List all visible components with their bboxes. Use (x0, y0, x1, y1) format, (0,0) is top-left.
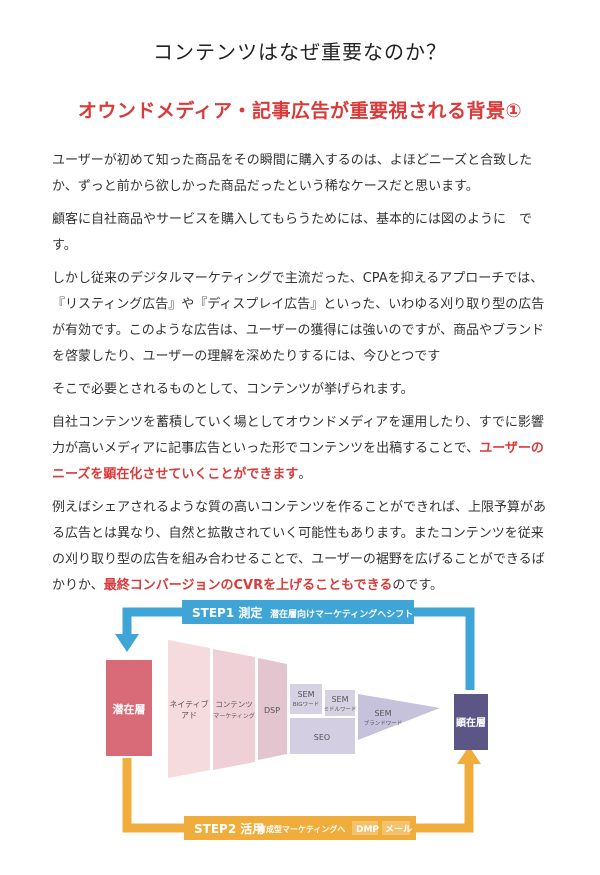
sem-mid-label-2: ミドルワード (323, 706, 356, 713)
step1-loop: STEP1 測定 潜在層向けマーケティングへシフト (115, 600, 475, 690)
seo-label: SEO (314, 733, 330, 742)
page-title: コンテンツはなぜ重要なのか？ (153, 40, 447, 64)
paragraph-6-text: 例えばシェアされるような質の高いコンテンツを作ることができれば、上限予算がある広… (52, 500, 547, 593)
step1-arrow-head (115, 634, 139, 652)
manifest-layer-block (454, 694, 488, 750)
content-marketing-label-1: コンテンツ (215, 700, 253, 709)
funnel-diagram: STEP1 測定 潜在層向けマーケティングへシフト STEP2 活用 育成型マー… (106, 600, 488, 840)
native-ad-label-2: アド (181, 711, 197, 720)
mail-tag (382, 821, 410, 835)
dsp-label: DSP (264, 706, 280, 715)
paragraph-2: 顧客に自社商品やサービスを購入してもらうためには、基本的には図のように です。 (52, 212, 532, 253)
paragraph-6-end: のです。 (392, 578, 444, 593)
step2-label: STEP2 活用 (194, 821, 264, 836)
content-marketing-label-2: マーケティング (213, 712, 255, 720)
step2-loop: STEP2 活用 育成型マーケティングへ DMP メール (122, 746, 481, 840)
sem-brand-label-2: ブランドワード (364, 719, 403, 727)
paragraph-3: しかし従来のデジタルマーケティングで主流だった、CPAを抑えるアプローチでは、『… (52, 271, 545, 364)
paragraph-5-highlight: ユーザーのニーズを顕在化させていくことができます (52, 441, 544, 482)
paragraph-4: そこで必要とされるものとして、コンテンツが挙げられます。 (52, 382, 414, 397)
content-marketing-segment (213, 649, 255, 770)
step2-description: 育成型マーケティングへ (258, 824, 345, 834)
paragraph-5: 自社コンテンツを蓄積していく場としてオウンドメディアを運用したり、すでに影響力が… (52, 410, 552, 488)
sem-big-segment (290, 684, 322, 714)
latent-layer-label: 潜在層 (113, 702, 146, 716)
section-heading: オウンドメディア・記事広告が重要視される背景① (77, 100, 523, 122)
step2-banner (184, 816, 416, 840)
paragraph-5-text: 自社コンテンツを蓄積していく場としてオウンドメディアを運用したり、すでに影響力が… (52, 415, 544, 456)
article-body: ユーザーが初めて知った商品をその瞬間に購入するのは、よほどニーズと合致したか、ず… (52, 148, 552, 606)
dsp-segment (258, 658, 287, 760)
step1-description: 潜在層向けマーケティングへシフト (270, 608, 413, 620)
sem-mid-segment (325, 690, 355, 716)
sem-mid-label-1: SEM (331, 695, 348, 704)
paragraph-6: 例えばシェアされるような質の高いコンテンツを作ることができれば、上限予算がある広… (52, 495, 552, 599)
paragraph-1: ユーザーが初めて知った商品をその瞬間に購入するのは、よほどニーズと合致したか、ず… (52, 153, 533, 194)
step2-arrow-head (457, 746, 481, 764)
step1-label: STEP1 測定 (192, 605, 262, 620)
manifest-layer-label: 顕在層 (456, 716, 486, 729)
latent-layer-block (106, 660, 152, 756)
seo-segment (290, 718, 355, 754)
dmp-tag (352, 821, 378, 835)
sem-brand-label-1: SEM (374, 709, 391, 718)
native-ad-segment (168, 640, 210, 778)
dmp-tag-label: DMP (356, 825, 379, 835)
native-ad-label-1: ネイティブ (169, 699, 208, 709)
paragraph-5-end: 。 (298, 467, 312, 482)
paragraph-6-highlight: 最終コンバージョンのCVRを上げることもできる (103, 578, 393, 593)
step1-banner (182, 600, 414, 624)
mail-tag-label: メール (385, 824, 412, 835)
sem-brand-cone (358, 694, 440, 740)
sem-big-label-2: BIGワード (293, 701, 319, 708)
sem-big-label-1: SEM (297, 690, 314, 699)
